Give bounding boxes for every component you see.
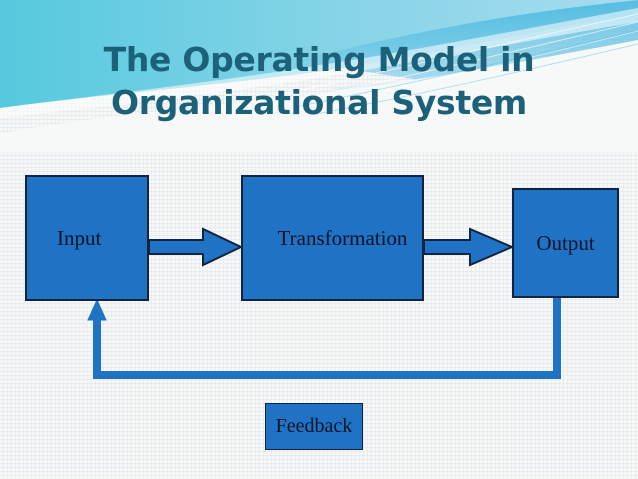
diagram-node-transformation[interactable]: Transformation: [241, 175, 424, 301]
diagram-node-input-label: Input: [57, 225, 102, 250]
diagram-node-output[interactable]: Output: [512, 188, 619, 298]
slide-title: The Operating Model in Organizational Sy…: [103, 40, 535, 122]
feedback-loop-arrowhead: [87, 298, 107, 321]
wave-streak-lines-blue: [299, 29, 638, 115]
wave-highlight-white: [0, 8, 638, 118]
diagram-node-output-label: Output: [536, 230, 595, 255]
diagram-node-input[interactable]: Input: [25, 175, 149, 301]
decorative-wave-banner: [0, 0, 638, 152]
diagram-node-feedback[interactable]: Feedback: [265, 403, 363, 450]
diagram-node-feedback-label: Feedback: [275, 415, 353, 437]
wave-streak-lines: [239, 13, 638, 117]
arrow-input-to-transformation: [148, 227, 244, 267]
arrow-transformation-to-output: [423, 227, 515, 267]
diagram-node-transformation-label: Transformation: [277, 225, 408, 250]
feedback-loop-line: [93, 298, 561, 379]
